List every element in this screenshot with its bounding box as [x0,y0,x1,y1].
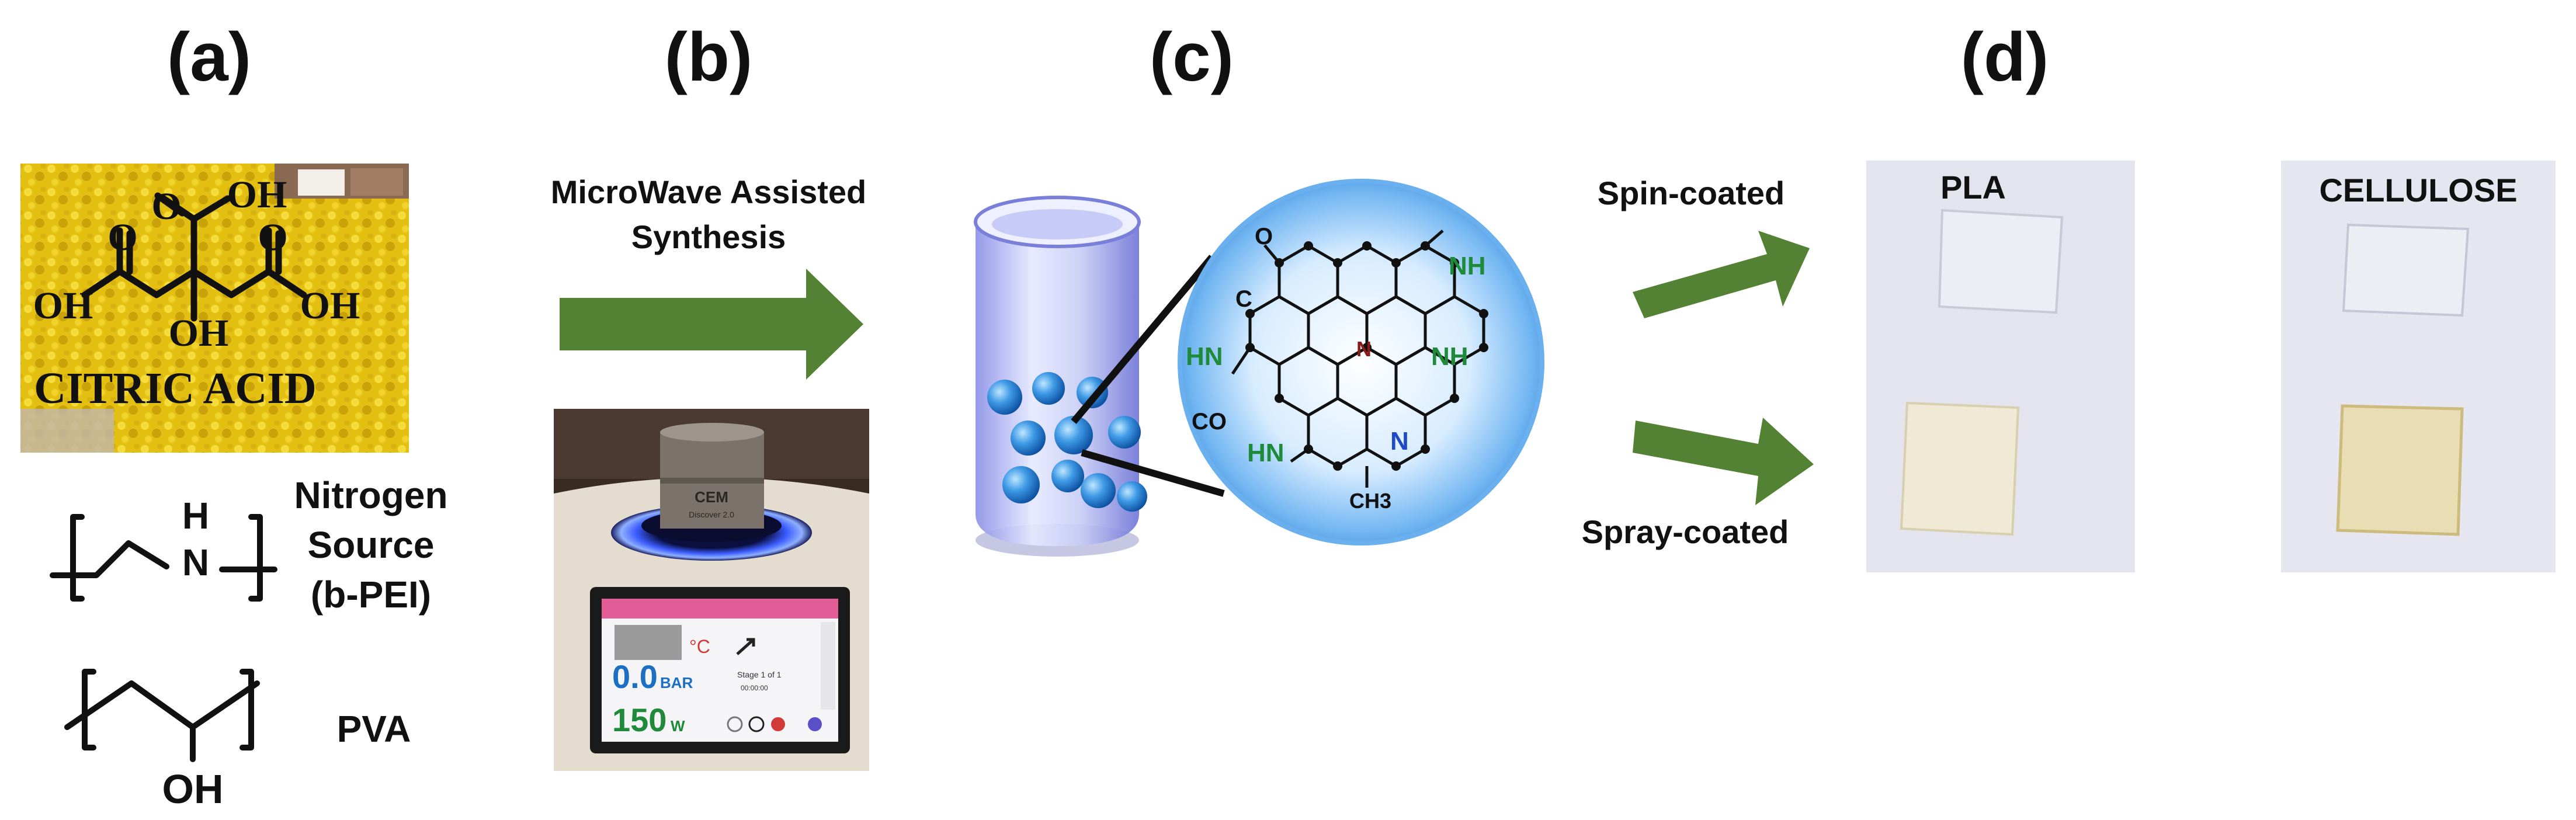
atom-n: N [1390,427,1409,456]
arrow-b-to-c [560,269,863,380]
device-brand: CEM [695,488,728,506]
cellulose-label: CELLULOSE [2319,172,2517,209]
pva-structure [64,669,260,762]
vial-illustration [974,196,1147,557]
citric-acid-name: CITRIC ACID [34,364,317,413]
atom-hn-bottom: HN [1247,439,1284,467]
spin-coated-label: Spin-coated [1598,175,1785,211]
device-time-text: 00:00:00 [741,684,768,692]
arrow-spray-coated [1633,418,1814,505]
arrow-spin-coated [1633,231,1810,318]
citric-acid-structure [81,192,307,322]
atom-o: O [1255,224,1273,249]
microwave-caption-line1: MicroWave Assisted [551,173,866,210]
pei-n-label: N [182,541,209,583]
citric-o-left: O [107,216,137,259]
device-btn-icon-2 [748,716,765,732]
device-arrow-icon [736,638,755,655]
citric-o-right: O [258,216,287,259]
citric-oh-right: OH [300,284,360,327]
citric-oh-left: OH [33,284,93,327]
atom-co: CO [1192,409,1227,435]
device-pressure-value: 0.0 [612,658,658,695]
microwave-device-photo: CEM Discover 2.0 °C 0.0 BAR 150 W Stage … [554,409,869,771]
pei-caption-line3: (b-PEI) [311,574,431,616]
pva-oh-label: OH [162,766,224,812]
citric-oh-top: OH [227,173,287,216]
atom-nh-right: NH [1431,342,1468,371]
pva-caption: PVA [337,708,411,750]
device-btn-icon-3 [771,717,785,731]
device-temp-fragment: °C [689,636,710,657]
microwave-caption-line2: Synthesis [631,218,786,255]
cellulose-film-photo [2281,161,2556,572]
device-pressure-unit: BAR [660,674,693,692]
pei-structure [50,514,277,602]
pei-caption-line2: Source [308,524,435,566]
zoom-line-bottom [1081,449,1225,497]
atom-n-center: N [1356,337,1372,361]
citric-acid-photo [20,164,409,453]
panel-label-d: (d) [1961,19,2049,96]
device-model: Discover 2.0 [689,510,734,519]
pei-h-label: H [182,495,209,537]
pla-label: PLA [1940,169,2006,206]
atom-hn-left: HN [1186,342,1223,371]
zoom-line-top [1071,255,1215,424]
device-btn-icon-4 [808,717,822,731]
carbon-dot-structure: NH O C HN NH CO HN N N CH3 [1178,179,1544,545]
citric-o-top: O [151,185,181,228]
atom-c: C [1235,286,1252,312]
pla-film-photo [1866,161,2135,572]
atom-ch3: CH3 [1349,489,1391,513]
citric-oh-center: OH [169,312,229,355]
device-btn-icon-1 [727,716,743,732]
spray-coated-label: Spray-coated [1582,513,1789,550]
device-power-unit: W [671,717,685,735]
device-stage-text: Stage 1 of 1 [737,670,782,679]
atom-nh-top: NH [1449,252,1486,280]
pei-caption-line1: Nitrogen [294,474,447,516]
device-power-value: 150 [612,701,666,738]
panel-label-b: (b) [665,19,753,96]
panel-label-c: (c) [1150,19,1234,96]
panel-label-a: (a) [167,19,251,96]
